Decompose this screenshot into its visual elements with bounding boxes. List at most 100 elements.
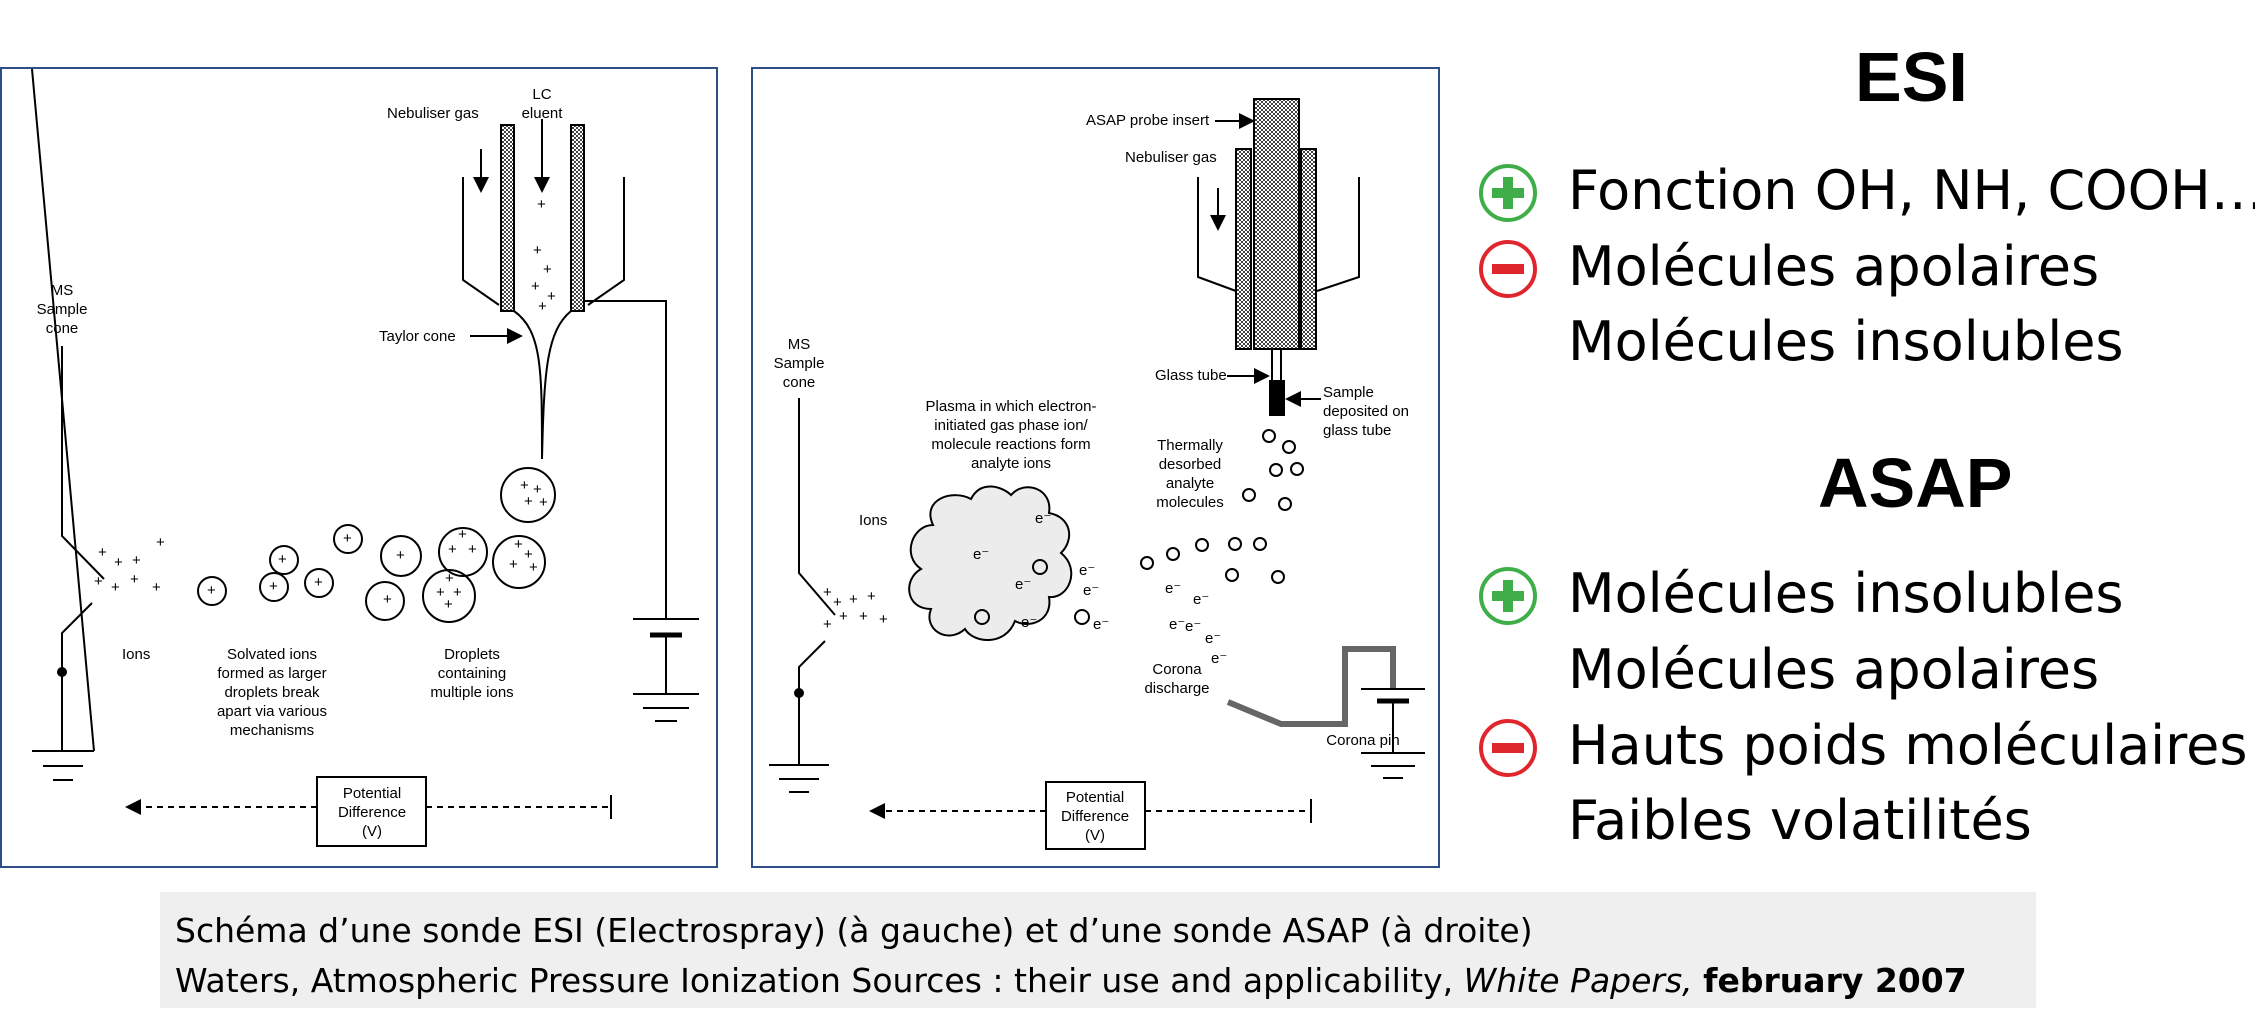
asap-pd-label-3: (V) [1085,827,1105,844]
svg-text:+: + [509,556,518,573]
svg-text:+: + [314,574,323,591]
esi-con-item-2: Molécules insolubles [1568,310,2124,373]
figure-caption: Schéma d’une sonde ESI (Electrospray) (à… [160,892,2036,1008]
esi-droplets-label-2: containing [438,665,506,682]
svg-text:+: + [531,278,540,295]
esi-title: ESI [1855,38,1968,116]
asap-probe-insert-label: ASAP probe insert [1086,112,1210,129]
asap-corona-label-1: Corona [1152,661,1202,678]
esi-pro-item: Fonction OH, NH, COOH… [1568,159,2255,222]
svg-text:e⁻: e⁻ [1165,580,1181,597]
svg-text:e⁻: e⁻ [1083,582,1099,599]
svg-text:+: + [543,261,552,278]
svg-text:+: + [879,611,888,628]
plus-circle-icon [1479,567,1537,625]
svg-text:+: + [823,616,832,633]
asap-sample-label-3: glass tube [1323,422,1391,439]
esi-capillary-left-wall [500,124,515,312]
svg-text:+: + [156,534,165,551]
caption-source-text: Waters, Atmospheric Pressure Ionization … [175,961,1464,1000]
caption-source-italic: White Papers, [1463,961,1693,1000]
esi-solvated-label-5: mechanisms [230,722,314,739]
svg-text:+: + [529,559,538,576]
esi-ms-label-3: cone [46,320,79,337]
minus-circle-icon [1479,240,1537,298]
minus-circle-icon [1479,719,1537,777]
svg-text:+: + [538,298,547,315]
svg-text:+: + [152,579,161,596]
svg-text:e⁻: e⁻ [1035,510,1051,527]
asap-ms-label-1: MS [788,336,811,353]
esi-diagram-panel: +++ +++ ++++ +++ ++++ ++++ +++ ++++ +++ … [0,67,718,868]
svg-text:+: + [524,493,533,510]
esi-droplets-label-1: Droplets [444,646,500,663]
svg-text:+: + [98,544,107,561]
svg-text:+: + [537,196,546,213]
esi-capillary-right-wall [570,124,585,312]
esi-pd-label-1: Potential [343,785,401,802]
caption-line-2: Waters, Atmospheric Pressure Ionization … [175,956,2021,1006]
esi-pd-label-2: Difference [338,804,406,821]
svg-text:e⁻: e⁻ [1193,591,1209,608]
svg-text:+: + [547,288,556,305]
svg-text:e⁻: e⁻ [1211,650,1227,667]
asap-con-item-1: Hauts poids moléculaires [1568,714,2248,777]
esi-solvated-label-1: Solvated ions [227,646,317,663]
svg-text:e⁻: e⁻ [1205,630,1221,647]
svg-text:+: + [839,608,848,625]
asap-pro-item-2: Molécules apolaires [1568,638,2100,701]
asap-sample-label-1: Sample [1323,384,1374,401]
esi-ms-label-1: MS [51,282,74,299]
asap-ms-label-2: Sample [774,355,825,372]
plus-circle-icon [1479,164,1537,222]
svg-text:+: + [453,584,462,601]
svg-text:+: + [436,584,445,601]
asap-thermal-label-2: desorbed [1159,456,1222,473]
asap-sample-label-2: deposited on [1323,403,1409,420]
asap-title: ASAP [1818,444,2013,522]
svg-text:e⁻: e⁻ [1169,616,1185,633]
asap-corona-label-2: discharge [1144,680,1209,697]
svg-text:+: + [383,591,392,608]
esi-nebuliser-gas-label: Nebuliser gas [387,105,479,122]
svg-text:e⁻: e⁻ [1021,614,1037,631]
svg-text:+: + [520,477,529,494]
svg-text:e⁻: e⁻ [1185,618,1201,635]
svg-text:e⁻: e⁻ [1015,576,1031,593]
svg-text:+: + [514,536,523,553]
asap-thermal-label-4: molecules [1156,494,1224,511]
svg-text:+: + [114,554,123,571]
asap-pd-label-1: Potential [1066,789,1124,806]
esi-lc-label-2: eluent [522,105,564,122]
asap-con-item-2: Faibles volatilités [1568,789,2032,852]
svg-text:+: + [207,582,216,599]
svg-text:+: + [278,551,287,568]
asap-plasma-cloud [908,485,1073,641]
esi-solvated-label-2: formed as larger [217,665,326,682]
asap-probe-insert [1253,98,1300,350]
svg-text:e⁻: e⁻ [1079,562,1095,579]
svg-text:+: + [132,552,141,569]
esi-ms-label-2: Sample [37,301,88,318]
svg-text:e⁻: e⁻ [1093,616,1109,633]
asap-diagram: e⁻e⁻e⁻ e⁻e⁻ e⁻e⁻ e⁻e⁻ e⁻e⁻ e⁻e⁻ +++ +++ … [769,98,1425,850]
asap-pro-item-1: Molécules insolubles [1568,562,2124,625]
svg-text:+: + [849,591,858,608]
esi-ions-label: Ions [122,646,150,663]
svg-text:+: + [448,541,457,558]
asap-plasma-label-2: initiated gas phase ion/ [934,417,1088,434]
asap-corona-pin-label: Corona pin [1326,732,1399,749]
asap-ms-label-3: cone [783,374,816,391]
svg-text:+: + [343,530,352,547]
esi-pd-label-3: (V) [362,823,382,840]
svg-text:+: + [458,526,467,543]
asap-nebuliser-gas-label: Nebuliser gas [1125,149,1217,166]
asap-ions-label: Ions [859,512,887,529]
asap-plasma-label-1: Plasma in which electron- [926,398,1097,415]
asap-plasma-label-4: analyte ions [971,455,1051,472]
svg-text:e⁻: e⁻ [973,546,989,563]
svg-text:+: + [867,588,876,605]
svg-text:+: + [396,547,405,564]
svg-text:+: + [269,578,278,595]
svg-text:+: + [533,242,542,259]
